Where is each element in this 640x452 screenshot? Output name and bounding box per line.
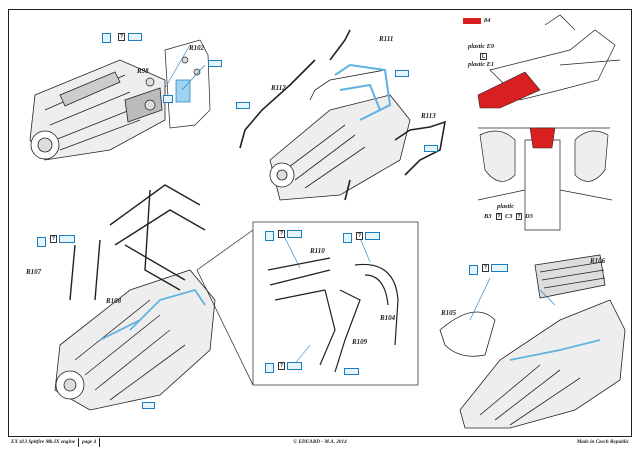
highlighted-panel-front: [529, 127, 556, 149]
part-label-r98: R98: [137, 67, 149, 75]
engine-drawing-top-left: [29, 59, 166, 161]
plastic-label-e9: plastic E9: [468, 43, 495, 50]
highlighted-panel: [477, 71, 541, 109]
color-reference-icon: [344, 368, 359, 375]
plastic-label-c3: C3: [505, 213, 513, 220]
pipes-r112-r113: [239, 29, 447, 201]
color-reference-icon: [424, 145, 438, 152]
hoses-bottom-left: [99, 288, 206, 341]
color-reference-icon: [265, 363, 274, 373]
leader-lines-top-left: [164, 44, 206, 91]
engine-drawing-top-center: [269, 69, 411, 201]
hoses-bottom-right: [509, 339, 601, 361]
part-label-r105: R105: [441, 309, 457, 317]
color-reference-icon: [163, 95, 173, 103]
color-reference-icon: [365, 232, 380, 240]
color-reference-icon: [287, 362, 302, 370]
color-reference-icon: [59, 235, 75, 243]
part-label-r110: R110: [310, 247, 325, 255]
leader-lines-bottom-right: [469, 277, 556, 321]
color-reference-icon: [287, 230, 302, 238]
plastic-label-d3: D3: [525, 213, 533, 220]
color-reference-icon: [37, 237, 46, 247]
fold-symbol-icon: L: [480, 53, 487, 60]
plastic-label-e1: plastic E1: [468, 61, 495, 68]
part-label-r104: R104: [380, 314, 396, 322]
highlight-legend-swatch: [463, 18, 481, 24]
color-reference-icon: [236, 102, 250, 109]
part-label-r102: R102: [189, 44, 205, 52]
question-box-icon: ?: [496, 213, 502, 220]
question-box-icon: ?: [50, 235, 57, 243]
part-label-r109: R109: [352, 338, 368, 346]
color-reference-icon: [343, 233, 352, 243]
engine-drawing-bottom-left: [54, 269, 216, 411]
question-box-icon: ?: [516, 213, 522, 220]
inset-parts: [267, 257, 399, 373]
footer-product: EX 413 Spitfire Mk.IX engine: [8, 437, 80, 447]
question-box-icon: ?: [278, 230, 285, 238]
question-box-icon: ?: [356, 232, 363, 240]
page-footer: EX 413 Spitfire Mk.IX engine page 4 © ED…: [8, 436, 632, 447]
part-label-r106: R106: [590, 257, 606, 265]
color-reference-icon: [128, 33, 142, 41]
footer-copyright: © EDUARD - M.A. 2014: [293, 439, 347, 445]
highlight-legend-number: 84: [484, 17, 491, 24]
color-reference-icon: [491, 264, 508, 272]
question-box-icon: ?: [118, 33, 125, 41]
hoses-r111: [334, 63, 392, 121]
question-box-icon: ?: [482, 264, 489, 272]
engine-mount-frame: [69, 184, 206, 301]
plastic-label: plastic: [497, 203, 515, 210]
plastic-label-b3: B3: [484, 213, 492, 220]
color-reference-icon: [142, 402, 155, 409]
color-reference-icon: [102, 33, 111, 43]
footer-page-number: page 4: [79, 437, 101, 447]
question-box-icon: ?: [278, 362, 285, 370]
color-reference-icon: [469, 265, 478, 275]
footer-origin: Made in Czech Republic: [576, 439, 629, 445]
part-label-r107: R107: [26, 268, 42, 276]
part-label-r108: R108: [106, 297, 122, 305]
color-reference-icon: [265, 231, 274, 241]
part-label-r112: R112: [271, 84, 286, 92]
part-label-r113: R113: [421, 112, 436, 120]
cockpit-front-view: [477, 127, 613, 231]
detail-inset: [196, 221, 419, 386]
color-reference-icon: [208, 60, 222, 67]
color-reference-icon: [395, 70, 409, 77]
part-label-r111: R111: [379, 35, 394, 43]
engine-drawing-bottom-right: [439, 254, 626, 429]
